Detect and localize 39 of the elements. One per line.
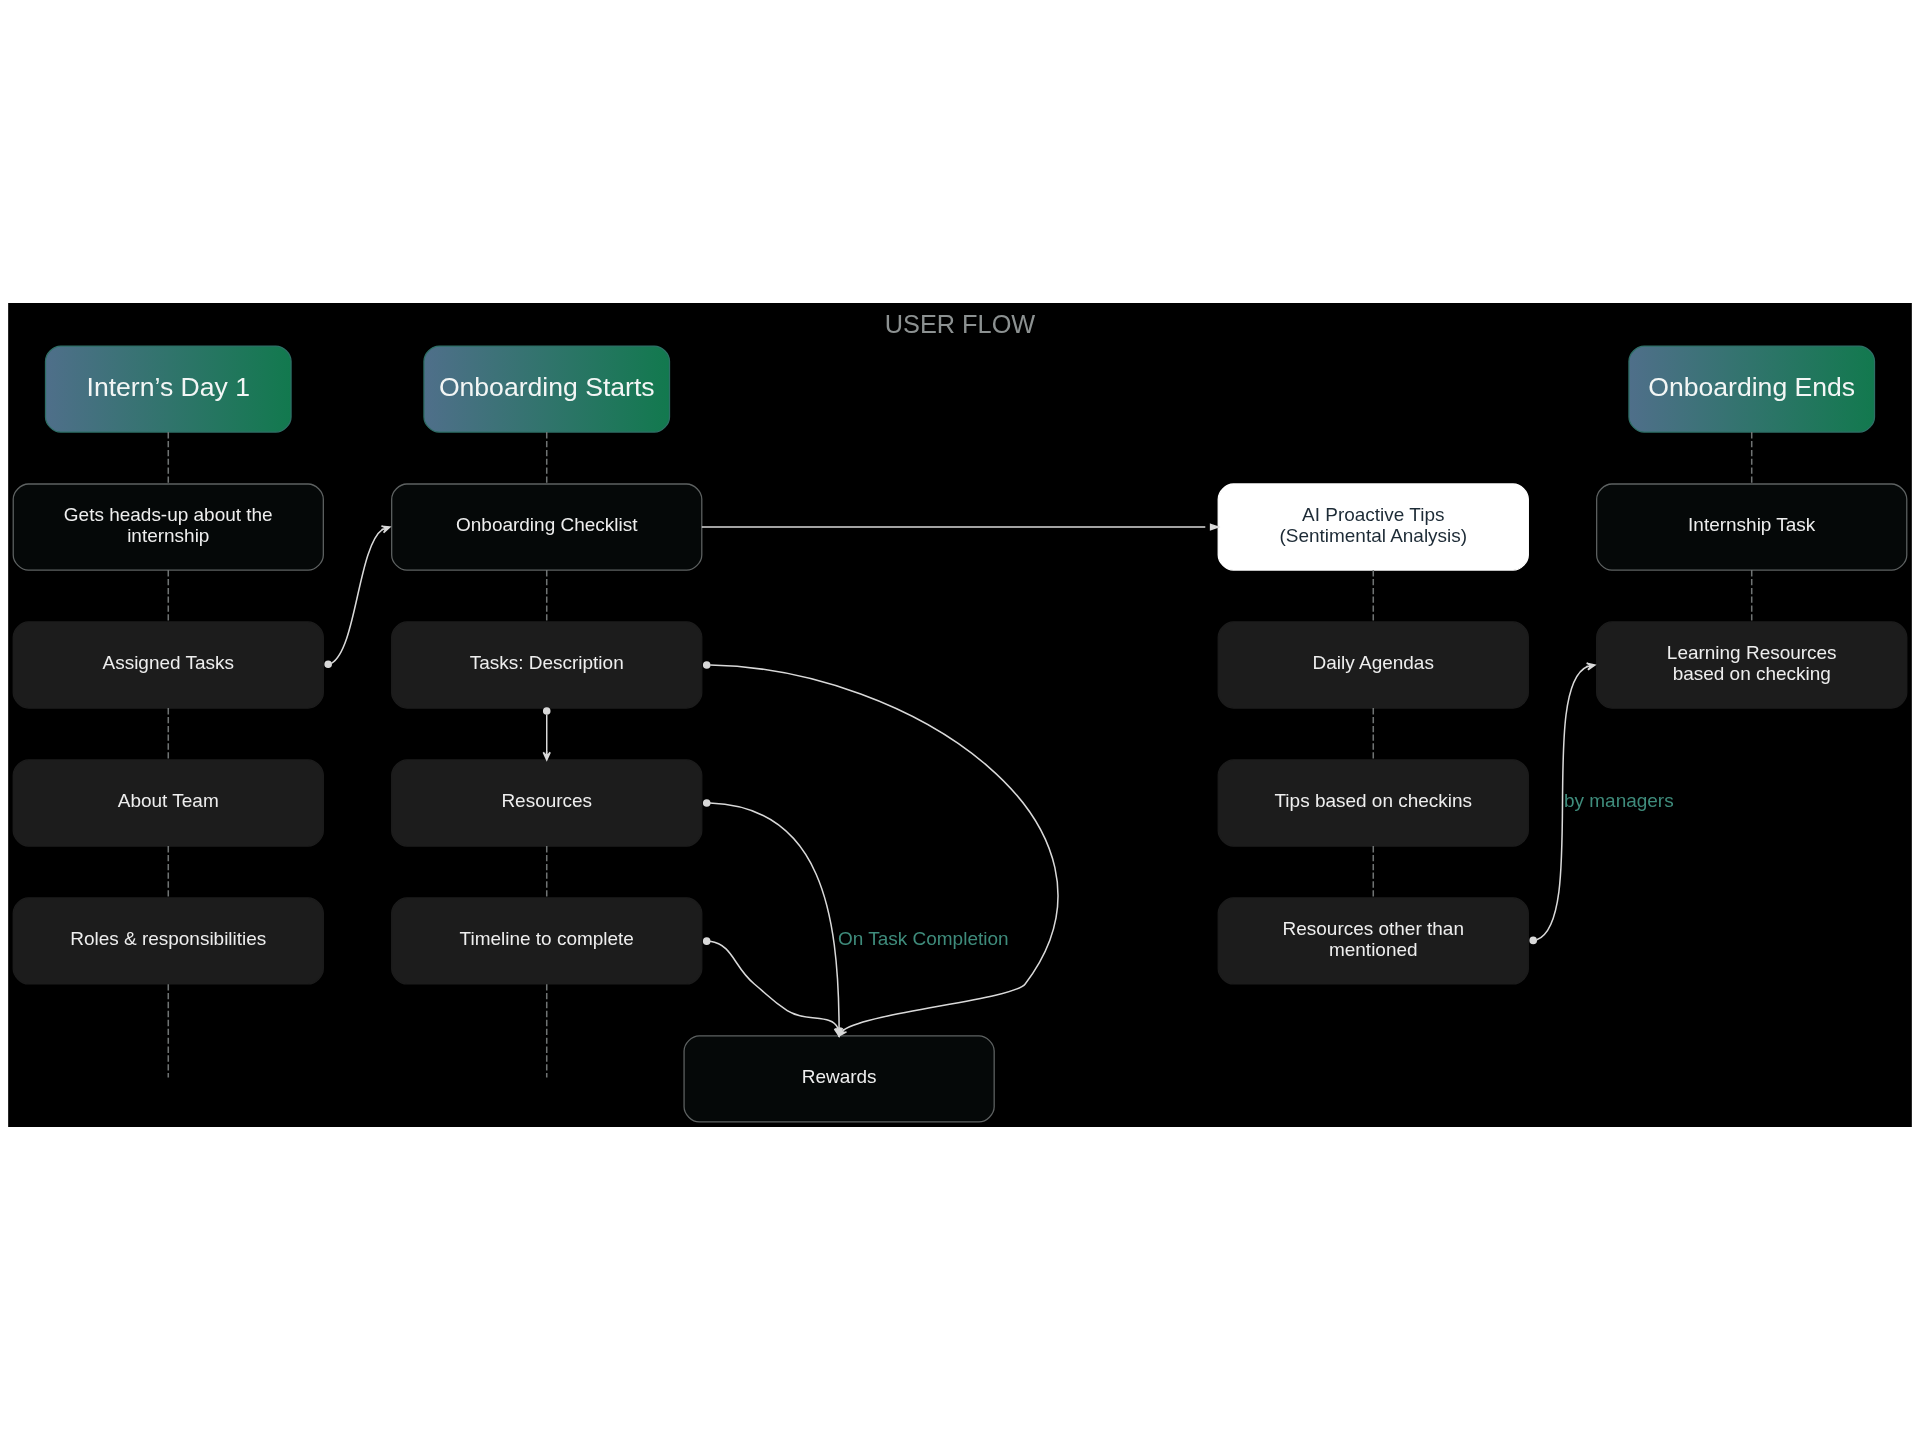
connector (167, 568, 170, 623)
node-box: Roles & responsibilities (12, 896, 324, 985)
connector (167, 983, 170, 1078)
connector (545, 844, 548, 899)
node-box: Timeline to complete (391, 896, 703, 985)
node-box: Gets heads-up about the internship (12, 482, 324, 571)
node-box: Tasks: Description (391, 620, 703, 709)
connector (1750, 568, 1753, 623)
arrow (701, 522, 1221, 531)
node-box: Onboarding Starts (423, 344, 671, 433)
connector (167, 430, 170, 485)
node-box: Daily Agendas (1217, 620, 1529, 709)
connector (1372, 844, 1375, 899)
node-box: Rewards (683, 1034, 995, 1123)
connector (167, 706, 170, 761)
node-box: About Team (12, 758, 324, 847)
edge-label: On Task Completion (838, 927, 1009, 949)
node-box: Assigned Tasks (12, 620, 324, 709)
edge-label: by managers (1563, 789, 1674, 811)
connector (545, 430, 548, 485)
node-box: Tips based on checkins (1217, 758, 1529, 847)
node-box: Resources other than mentioned (1217, 896, 1529, 985)
node-box: Resources (391, 758, 703, 847)
node-box: Onboarding Ends (1628, 344, 1876, 433)
connector (1372, 706, 1375, 761)
diagram-title: USER FLOW (884, 309, 1036, 338)
connector (545, 568, 548, 623)
arrow (542, 706, 551, 761)
node-box: Intern’s Day 1 (44, 344, 292, 433)
connector (545, 983, 548, 1078)
node-box: Learning Resources based on checking (1596, 620, 1908, 709)
connector (1750, 430, 1753, 485)
node-box: AI Proactive Tips (Sentimental Analysis) (1217, 482, 1529, 571)
node-box: Onboarding Checklist (391, 482, 703, 571)
node-box: Internship Task (1596, 482, 1908, 571)
arrow (324, 524, 391, 668)
connector (167, 844, 170, 899)
arrow (1529, 661, 1596, 944)
connector (1372, 568, 1375, 623)
